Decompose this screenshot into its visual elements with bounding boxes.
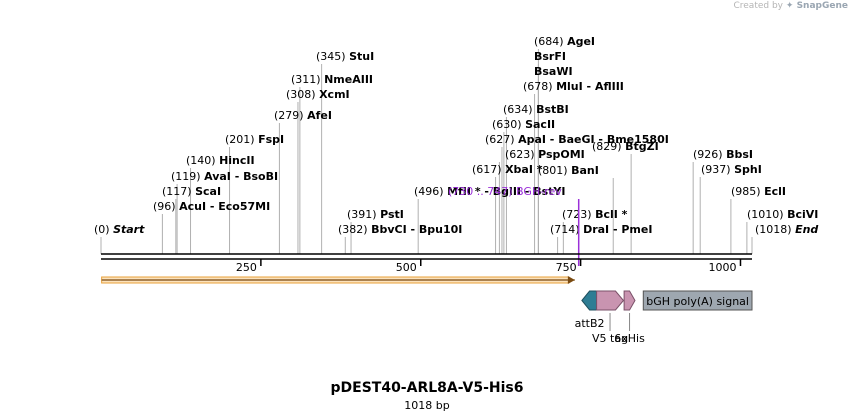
restriction-site-label: (382) BbvCI - Bpu10I (338, 223, 462, 236)
restriction-site-label: (634) BstBI (503, 103, 569, 116)
restriction-site-label: (801) BanI (538, 164, 599, 177)
restriction-site-label: (96) AcuI - Eco57MI (153, 200, 270, 213)
restriction-site-label: (684) AgeI (534, 35, 595, 48)
feature-6xhis (623, 290, 636, 311)
snapgene-logo: ✦ SnapGene (785, 1, 848, 11)
restriction-site-label: (829) BtgZI (592, 140, 659, 153)
restriction-site-label: (630) SacII (492, 118, 555, 131)
restriction-site-label: (140) HincII (186, 154, 255, 167)
restriction-site-label: (201) FspI (225, 133, 284, 146)
restriction-site-label: (0) Start (94, 223, 145, 236)
restriction-site-label: (985) EclI (731, 185, 786, 198)
feature-v5-tag (596, 290, 625, 311)
scale-tick-label: 250 (236, 261, 257, 274)
primer-label: (730 .. 747) BGH-rev (448, 185, 562, 198)
plasmid-linear-map: (684) AgeI BsrFI BsaWI (678) MluI - AflIII (… (94, 35, 818, 345)
scale-tick-label: 750 (556, 261, 577, 274)
construct-title: pDEST40-ARL8A-V5-His6 (330, 380, 524, 396)
feature-label: V5 tag (592, 332, 628, 345)
restriction-site-label: BsrFI (534, 50, 566, 63)
restriction-site-label: (117) ScaI (162, 185, 221, 198)
scale-tick-label: 500 (396, 261, 417, 274)
restriction-site-label: (496) MfII * - BglII - BstYI (414, 185, 566, 198)
restriction-site-label: (1010) BciVI (747, 208, 818, 221)
restriction-site-label: (723) BclI * (562, 208, 628, 221)
construct-length: 1018 bp (404, 399, 450, 412)
restriction-site-label: (279) AfeI (274, 109, 332, 122)
orf-arrowhead (567, 276, 575, 284)
restriction-site-label: BsaWI (534, 65, 573, 78)
restriction-site-label: (391) PstI (347, 208, 404, 221)
restriction-site-label: (926) BbsI (693, 148, 753, 161)
restriction-site-label: (311) NmeAIII (291, 73, 373, 86)
restriction-site-label: (623) PspOMI (505, 148, 585, 161)
credit-brand: SnapGene (796, 1, 848, 11)
snapgene-credit: Created by ✦ SnapGene (733, 1, 848, 11)
feature-attb2 (581, 290, 598, 311)
restriction-site-label: (627) ApaI - BaeGI - Bme1580I (485, 133, 669, 146)
restriction-site-label: (937) SphI (701, 163, 762, 176)
credit-prefix: Created by (733, 1, 784, 11)
restriction-site-label: (678) MluI - AflIII (523, 80, 624, 93)
feature-label: 6xHis (614, 332, 645, 345)
scale-tick-label: 1000 (708, 261, 736, 274)
restriction-site-label: (714) DraI - PmeI (550, 223, 652, 236)
restriction-site-label: (119) AvaI - BsoBI (171, 170, 278, 183)
feature-bgh-poly-a-signal (642, 290, 753, 311)
restriction-site-label: (1018) End (755, 223, 818, 236)
restriction-site-label: (617) XbaI * (472, 163, 543, 176)
restriction-site-label: (345) StuI (316, 50, 374, 63)
feature-label: bGH poly(A) signal (646, 295, 749, 308)
feature-label: attB2 (575, 317, 605, 330)
restriction-site-label: (308) XcmI (286, 88, 350, 101)
